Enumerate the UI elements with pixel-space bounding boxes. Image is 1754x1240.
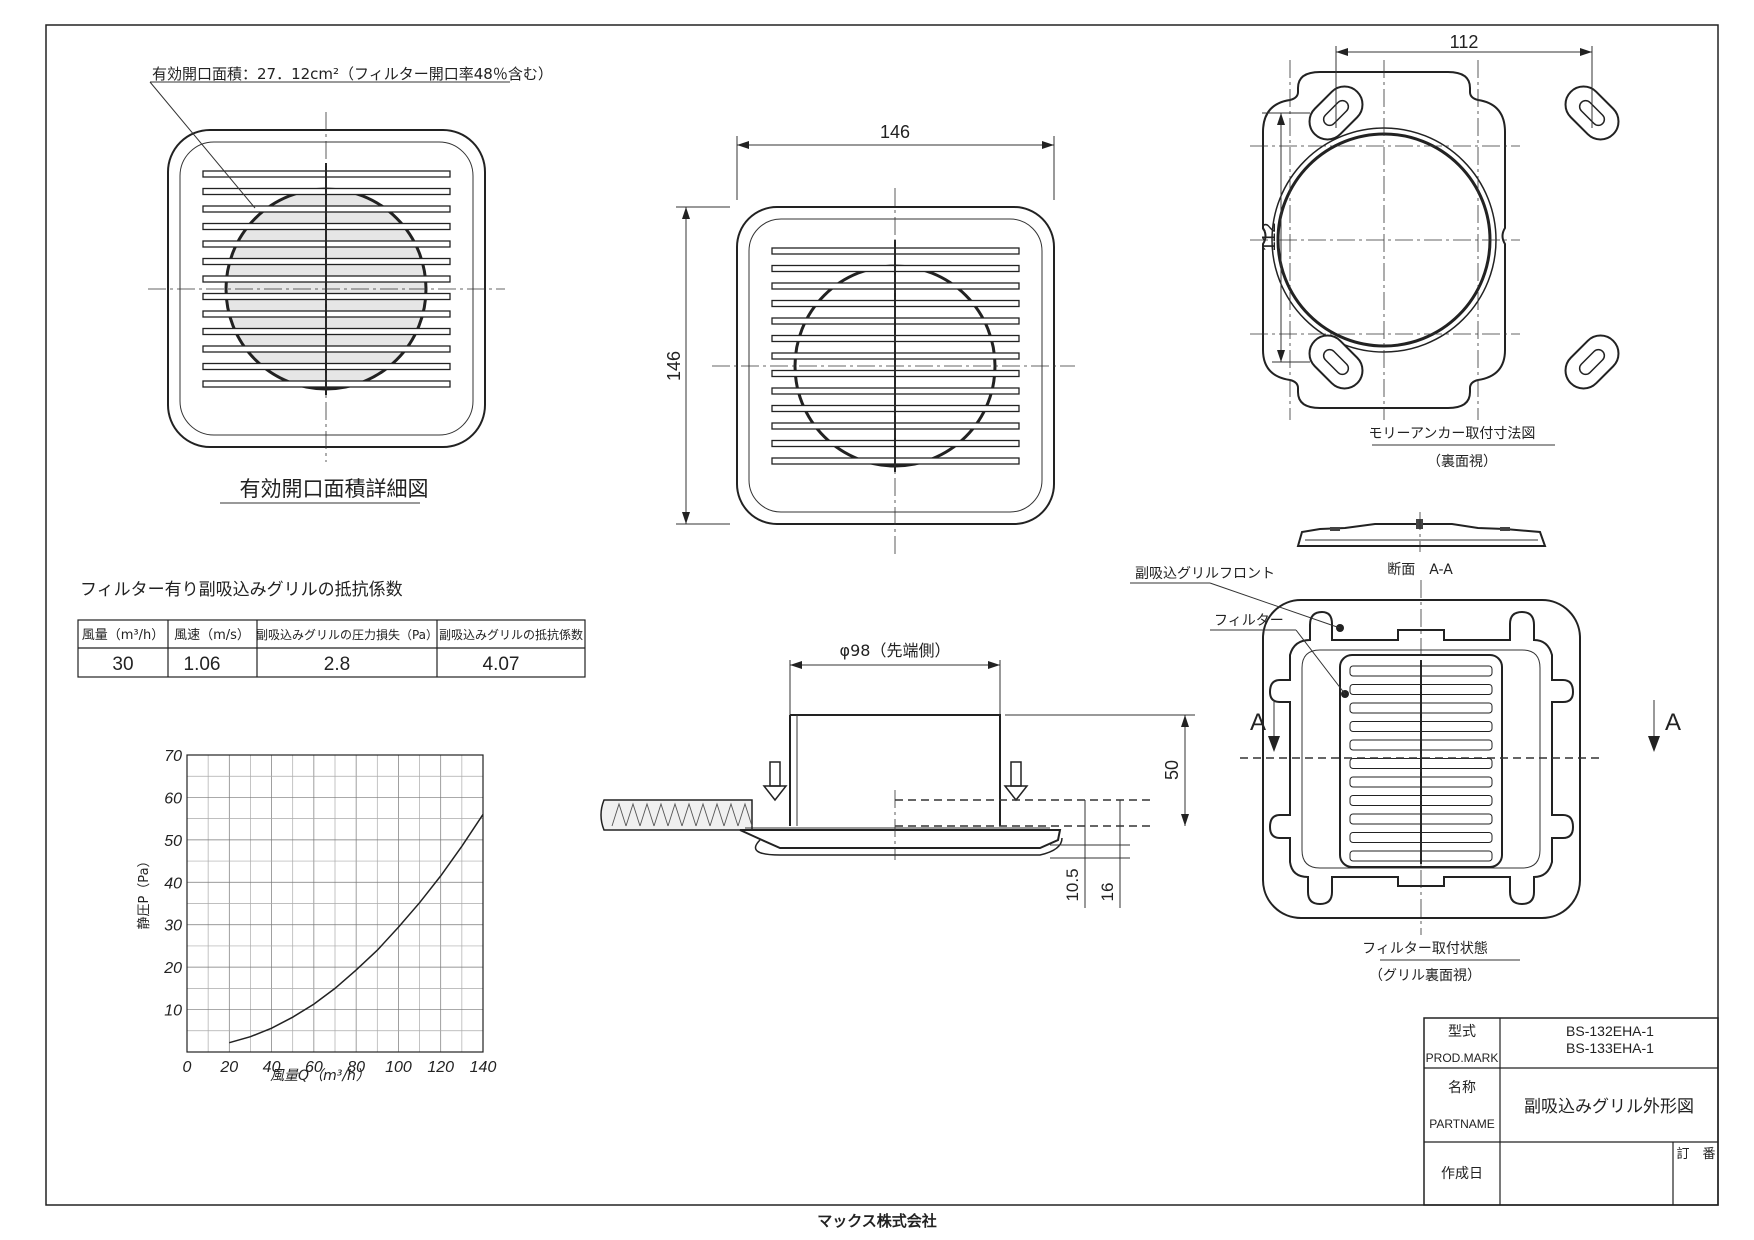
table-cell: 1.06 xyxy=(184,654,221,675)
anchor-slot xyxy=(1564,334,1620,390)
front-label: 副吸込グリルフロント xyxy=(1135,566,1275,582)
chart-x-tick: 100 xyxy=(385,1059,412,1076)
chart-frame xyxy=(186,754,484,1053)
dim-16: 16 xyxy=(1098,883,1117,902)
hatch-stroke xyxy=(681,802,697,827)
dim-10-5: 10.5 xyxy=(1063,868,1082,901)
revision-label: 訂 番 xyxy=(1676,1146,1715,1162)
chart-x-tick: 0 xyxy=(183,1059,192,1076)
chart-y-tick: 10 xyxy=(164,1003,182,1020)
section-mark-left: A xyxy=(1250,709,1266,736)
hatch-stroke xyxy=(653,802,669,827)
chart-xlabel: 風量Q（m³/h） xyxy=(270,1068,370,1084)
section-aa: 断面 A-A xyxy=(1296,512,1547,578)
chart-y-tick: 70 xyxy=(164,748,182,765)
chart-x-tick: 20 xyxy=(219,1059,238,1076)
section-caption: 断面 A-A xyxy=(1387,562,1453,578)
name-label: 名称 xyxy=(1448,1080,1476,1096)
table-header: 副吸込みグリルの抵抗係数 xyxy=(439,627,583,642)
chart-y-tick: 20 xyxy=(163,960,182,977)
dim-width: 146 xyxy=(880,122,910,142)
table-header: 副吸込みグリルの圧力損失（Pa） xyxy=(256,627,438,642)
hatch-stroke xyxy=(709,802,725,827)
table-cell: 4.07 xyxy=(483,654,520,675)
filter-view: 副吸込グリルフロント フィルター A A フィルター取付状態 （グリル裏面視） xyxy=(1130,566,1681,984)
model-1: BS-132EHA-1 xyxy=(1566,1023,1654,1039)
effective-area-view: 有効開口面積：27．12cm²（フィルター開口率48％含む） 有効開口面積詳細図 xyxy=(148,65,553,504)
dim-anchor-height: 112 xyxy=(1259,223,1279,252)
ceiling-board xyxy=(600,799,753,831)
company-name: マックス株式会社 xyxy=(817,1212,937,1230)
anchor-caption: モリーアンカー取付寸法図 xyxy=(1369,426,1536,442)
anchor-sub: （裏面視） xyxy=(1427,453,1497,470)
side-section-view: φ98（先端側） 50 10.5 16 xyxy=(600,641,1195,908)
filter-sub: （グリル裏面視） xyxy=(1369,967,1481,984)
anchor-slot xyxy=(1308,334,1364,390)
chart-y-tick: 40 xyxy=(164,875,182,892)
anchor-bolt-left xyxy=(762,761,788,802)
table-header: 風量（m³/h） xyxy=(82,628,165,643)
chart-y-tick: 30 xyxy=(164,918,182,935)
section-mark-right: A xyxy=(1665,709,1681,736)
hatch-stroke xyxy=(737,802,753,827)
anchor-bolt-right xyxy=(1003,761,1029,802)
anchor-view: 112 112 モリーアンカー取付寸法図 （裏面視） xyxy=(1250,32,1620,470)
chart-y-tick: 60 xyxy=(164,790,182,807)
dim-height: 146 xyxy=(664,351,684,381)
table-header: 風速（m/s） xyxy=(174,628,250,643)
hatch-stroke xyxy=(667,802,683,827)
model-label-en: PROD.MARK xyxy=(1426,1051,1499,1065)
effective-area-label: 有効開口面積：27．12cm²（フィルター開口率48％含む） xyxy=(152,65,553,83)
date-label: 作成日 xyxy=(1441,1166,1483,1182)
pressure-chart: 0 20 40 60 80 100 120 140 10 20 30 40 50 60 70 静圧P（Pa）… xyxy=(137,748,496,1084)
chart-x-tick: 80 xyxy=(347,1059,365,1076)
chart-x-tick: 120 xyxy=(427,1059,454,1076)
name-label-en: PARTNAME xyxy=(1429,1117,1495,1131)
part-name: 副吸込みグリル外形図 xyxy=(1524,1097,1694,1117)
chart-x-tick: 60 xyxy=(305,1059,323,1076)
diameter-label: φ98（先端側） xyxy=(840,641,951,660)
hatch-stroke xyxy=(611,802,627,827)
table-cell: 30 xyxy=(112,654,133,675)
model-2: BS-133EHA-1 xyxy=(1566,1040,1654,1056)
hatch-stroke xyxy=(723,802,739,827)
detail-caption: 有効開口面積詳細図 xyxy=(240,477,429,501)
sheet-border xyxy=(45,24,1719,1206)
hatch-stroke xyxy=(639,802,655,827)
resistance-table: フィルター有り副吸込みグリルの抵抗係数 風量（m³/h） 風速（m/s） 副吸込… xyxy=(77,580,586,678)
front-view: 146 146 xyxy=(664,122,1075,555)
chart-ylabel: 静圧P（Pa） xyxy=(137,854,152,929)
dim-anchor-width: 112 xyxy=(1450,32,1479,52)
table-cell: 2.8 xyxy=(324,654,350,675)
dim-depth: 50 xyxy=(1162,760,1182,780)
table-title: フィルター有り副吸込みグリルの抵抗係数 xyxy=(80,580,403,600)
filter-caption: フィルター取付状態 xyxy=(1362,941,1488,957)
hatch-stroke xyxy=(695,802,711,827)
filter-label: フィルター xyxy=(1214,613,1284,629)
chart-series-line xyxy=(229,813,484,1044)
chart-x-tick: 140 xyxy=(470,1059,497,1076)
chart-y-tick: 50 xyxy=(164,833,182,850)
hatch-stroke xyxy=(625,802,641,827)
model-label: 型式 xyxy=(1448,1024,1476,1040)
chart-x-tick: 40 xyxy=(263,1059,281,1076)
title-block: 型式 PROD.MARK BS-132EHA-1 BS-133EHA-1 名称 … xyxy=(1423,1017,1719,1206)
